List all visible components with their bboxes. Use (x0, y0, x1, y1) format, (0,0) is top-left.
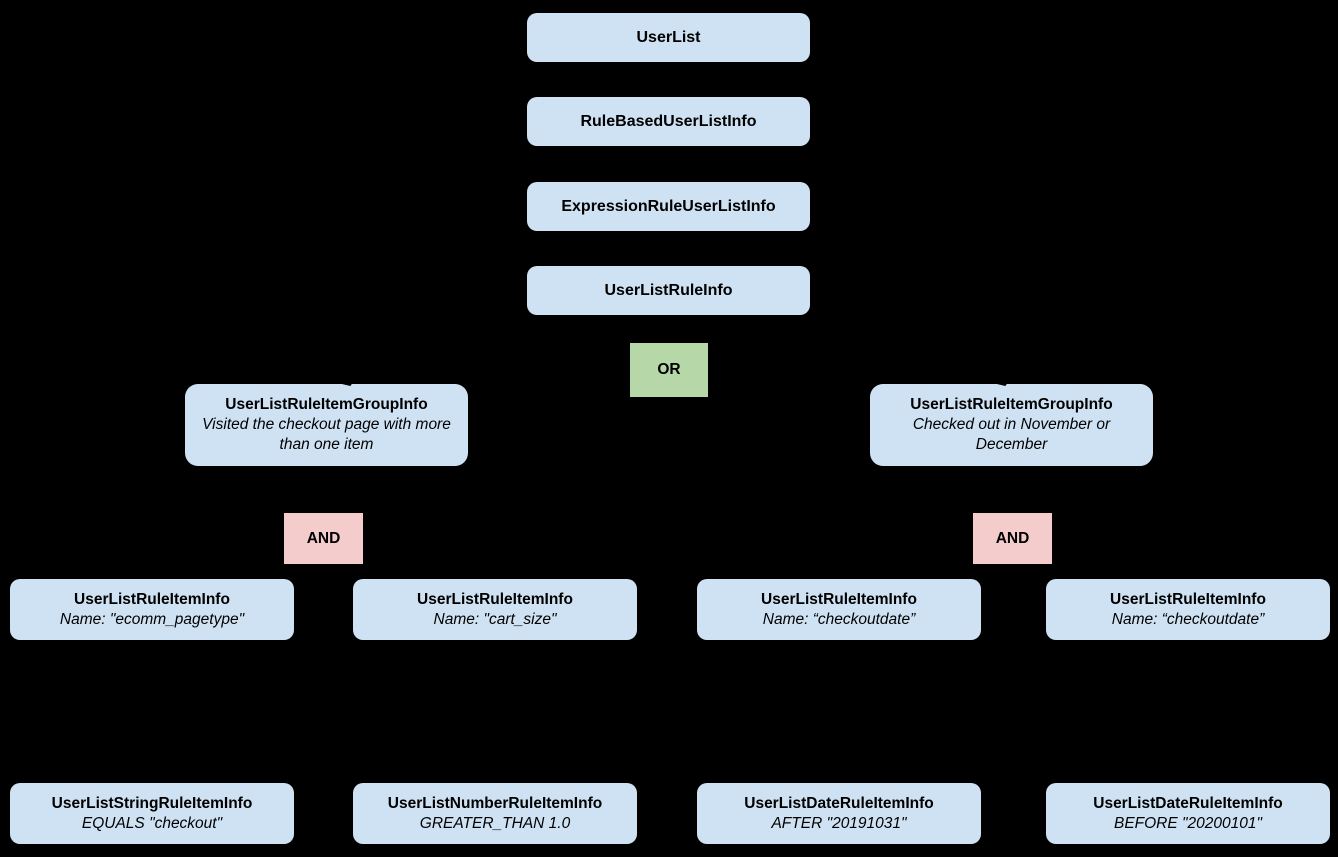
node-user-list: UserList (527, 13, 810, 62)
node-title: RuleBasedUserListInfo (580, 112, 757, 130)
node-subtitle: GREATER_THAN 1.0 (419, 814, 571, 832)
item-node-checkoutdate-1: UserListRuleItemInfo Name: “checkoutdate… (697, 579, 981, 640)
leaf-node-string-rule: UserListStringRuleItemInfo EQUALS "check… (10, 783, 294, 844)
and-operator-node-left: AND (284, 513, 363, 564)
item-node-cart-size: UserListRuleItemInfo Name: "cart_size" (353, 579, 637, 640)
node-title: UserListNumberRuleItemInfo (387, 794, 603, 812)
node-rule-based-user-list-info: RuleBasedUserListInfo (527, 97, 810, 146)
node-subtitle: AFTER "20191031" (771, 814, 907, 832)
node-subtitle: BEFORE "20200101" (1113, 814, 1262, 832)
and-label: AND (995, 529, 1030, 547)
node-subtitle: Name: “checkoutdate” (762, 610, 916, 628)
node-title: UserListRuleItemGroupInfo (225, 396, 428, 413)
node-title: UserListRuleItemGroupInfo (910, 396, 1113, 413)
leaf-node-date-rule-before: UserListDateRuleItemInfo BEFORE "2020010… (1046, 783, 1330, 844)
and-operator-node-right: AND (973, 513, 1052, 564)
group-node-right: UserListRuleItemGroupInfo Checked out in… (870, 384, 1153, 466)
node-subtitle: Name: "ecomm_pagetype" (59, 610, 245, 628)
leaf-node-number-rule: UserListNumberRuleItemInfo GREATER_THAN … (353, 783, 637, 844)
leaf-node-date-rule-after: UserListDateRuleItemInfo AFTER "20191031… (697, 783, 981, 844)
node-title: UserListRuleItemInfo (761, 590, 917, 608)
node-title: UserList (636, 28, 701, 46)
node-title: UserListRuleItemInfo (74, 590, 230, 608)
node-title: UserListRuleInfo (604, 281, 733, 299)
node-title: ExpressionRuleUserListInfo (561, 197, 776, 215)
node-subtitle: Checked out in November or December (912, 416, 1111, 453)
item-node-checkoutdate-2: UserListRuleItemInfo Name: “checkoutdate… (1046, 579, 1330, 640)
node-title: UserListDateRuleItemInfo (744, 794, 934, 812)
and-label: AND (306, 529, 341, 547)
node-title: UserListRuleItemInfo (1110, 590, 1266, 608)
node-title: UserListDateRuleItemInfo (1093, 794, 1283, 812)
item-node-ecomm-pagetype: UserListRuleItemInfo Name: "ecomm_pagety… (10, 579, 294, 640)
node-subtitle: Name: "cart_size" (433, 610, 557, 628)
node-subtitle: Visited the checkout page with more than… (202, 416, 451, 453)
node-expression-rule-user-list-info: ExpressionRuleUserListInfo (527, 182, 810, 231)
node-subtitle: EQUALS "checkout" (81, 814, 223, 832)
group-node-left: UserListRuleItemGroupInfo Visited the ch… (185, 384, 468, 466)
or-operator-node: OR (630, 343, 708, 397)
node-user-list-rule-info: UserListRuleInfo (527, 266, 810, 315)
node-title: UserListRuleItemInfo (417, 590, 573, 608)
node-title: UserListStringRuleItemInfo (51, 794, 253, 812)
node-subtitle: Name: “checkoutdate” (1111, 610, 1265, 628)
or-label: OR (657, 361, 681, 378)
